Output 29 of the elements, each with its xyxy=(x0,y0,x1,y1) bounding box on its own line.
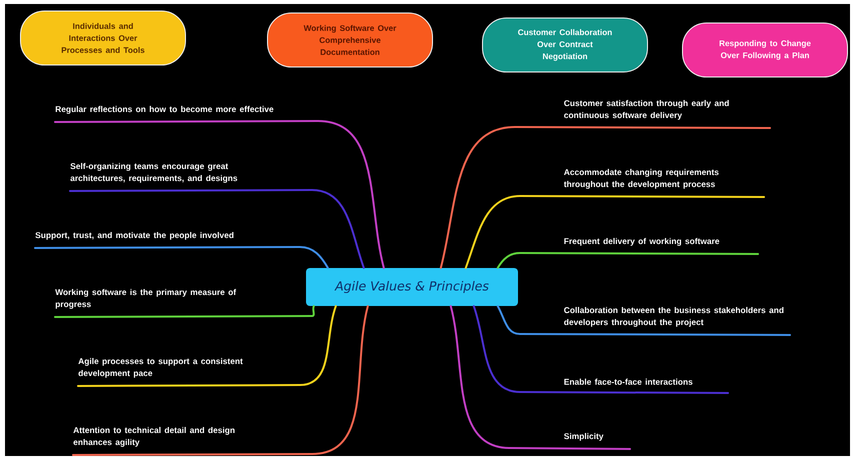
branch-line xyxy=(496,252,759,269)
principle-text: Attention to technical detail and design enhances agility xyxy=(73,426,234,447)
principle-text: Agile processes to support a consistent development pace xyxy=(78,358,243,378)
branch-line xyxy=(54,305,315,318)
principle-text: Customer satisfaction through early and continuous software delivery xyxy=(564,100,729,120)
principle-text: Enable face-to-face interactions xyxy=(564,378,692,385)
principle-text: Collaboration between the business stakeholders and developers throughout the project xyxy=(564,306,784,327)
principle-text: Frequent delivery of working software xyxy=(564,238,720,246)
value-pill: Working Software Over Comprehensive Documentation xyxy=(267,12,433,68)
principle-text: Self-organizing teams encourage great architectures, requirements, and designs xyxy=(70,162,238,183)
principle-text: Regular reflections on how to become more effective xyxy=(56,106,274,114)
value-pill: Individuals and Interactions Over Processes and Tools xyxy=(20,10,186,66)
branch-line xyxy=(450,305,631,450)
branch-line xyxy=(69,189,365,269)
branch-line xyxy=(54,120,385,269)
branch-line xyxy=(34,246,329,269)
branch-line xyxy=(472,305,729,394)
principle-text: Accommodate changing requirements throughout the development process xyxy=(564,168,719,189)
principle-text: Working software is the primary measure of progress xyxy=(55,288,236,309)
branch-line xyxy=(72,305,369,456)
branch-line xyxy=(464,195,765,269)
value-pill: Customer Collaboration Over Contract Negotiation xyxy=(482,18,648,72)
branch-line xyxy=(77,305,337,387)
central-box: Agile Values & Principles xyxy=(306,268,518,306)
branch-line xyxy=(440,126,771,269)
principle-text: Support, trust, and motivate the people involved xyxy=(35,232,234,240)
branch-line xyxy=(496,305,791,336)
value-pill: Responding to Change Over Following a Plan xyxy=(682,22,848,78)
principle-text: Simplicity xyxy=(564,432,604,441)
